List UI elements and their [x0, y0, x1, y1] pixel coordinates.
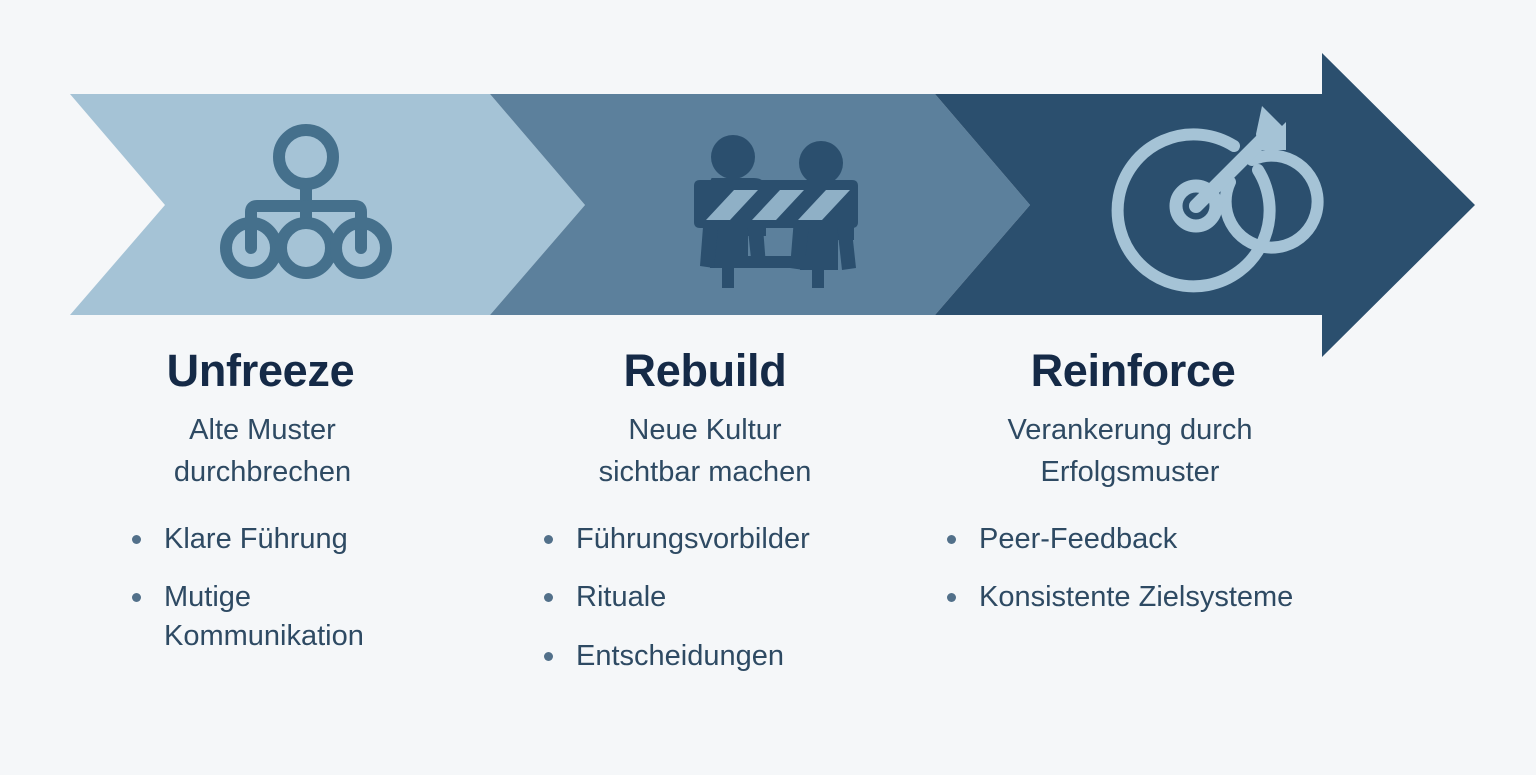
bullet-dot-icon	[544, 651, 553, 661]
arrow-segment-reinforce[interactable]	[935, 53, 1475, 357]
bullet-list-unfreeze: Klare Führung Mutige Kommunikation	[110, 520, 415, 656]
list-item: Führungsvorbilder	[540, 520, 880, 559]
stage-column-unfreeze: Unfreeze Alte Muster durchbrechen Klare …	[0, 348, 455, 695]
list-item: Peer-Feedback	[943, 520, 1325, 559]
arrow-segment-unfreeze[interactable]	[70, 94, 585, 315]
target-bullseye-arrow-icon	[1111, 106, 1324, 293]
bullet-dot-icon	[132, 534, 141, 544]
stage-title-rebuild: Rebuild	[623, 345, 787, 396]
stage-column-reinforce: Reinforce Verankerung durch Erfolgsmuste…	[910, 348, 1365, 695]
list-item-label: Führungsvorbilder	[576, 522, 810, 555]
stage-title-unfreeze: Unfreeze	[166, 345, 355, 396]
stage-column-rebuild: Rebuild Neue Kultur sichtbar machen Führ…	[455, 348, 910, 695]
hierarchy-org-chart-icon	[220, 124, 392, 279]
list-item: Konsistente Zielsysteme	[943, 578, 1325, 617]
bullet-dot-icon	[947, 534, 956, 544]
list-item: Entscheidungen	[540, 637, 880, 676]
list-item-label: Konsistente Zielsysteme	[979, 581, 1294, 614]
list-item: Mutige Kommunikation	[128, 578, 415, 655]
bullet-dot-icon	[544, 534, 553, 544]
stage-title-reinforce: Reinforce	[1030, 345, 1236, 396]
list-item-label: Rituale	[576, 581, 667, 614]
bullet-list-rebuild: Führungsvorbilder Rituale Entscheidungen	[530, 520, 880, 676]
bullet-list-reinforce: Peer-Feedback Konsistente Zielsysteme	[935, 520, 1325, 617]
subtitle-line: Neue Kultur	[628, 414, 782, 446]
list-item-label: Entscheidungen	[576, 639, 784, 672]
subtitle-line: durchbrechen	[173, 456, 352, 489]
list-item-label: Klare Führung	[164, 522, 348, 555]
bullet-dot-icon	[132, 593, 141, 603]
list-item-label: Peer-Feedback	[979, 522, 1178, 555]
subtitle-line: Erfolgsmuster	[1040, 456, 1220, 489]
construction-barrier-workers-icon	[694, 135, 858, 288]
stage-subtitle-rebuild: Neue Kultur sichtbar machen	[530, 409, 880, 494]
bullet-dot-icon	[544, 593, 553, 603]
stage-subtitle-unfreeze: Alte Muster durchbrechen	[110, 409, 415, 494]
subtitle-line: Alte Muster	[189, 414, 336, 446]
stage-descriptions: Unfreeze Alte Muster durchbrechen Klare …	[0, 348, 1536, 695]
stage-subtitle-reinforce: Verankerung durch Erfolgsmuster	[935, 409, 1325, 494]
subtitle-line: Verankerung durch	[1007, 414, 1253, 446]
arrow-segment-rebuild[interactable]	[490, 94, 1030, 315]
list-item-label: Mutige Kommunikation	[164, 581, 364, 652]
subtitle-line: sichtbar machen	[598, 456, 812, 489]
bullet-dot-icon	[947, 593, 956, 603]
list-item: Rituale	[540, 578, 880, 617]
process-arrow-graphic	[70, 53, 1475, 357]
list-item: Klare Führung	[128, 520, 415, 559]
